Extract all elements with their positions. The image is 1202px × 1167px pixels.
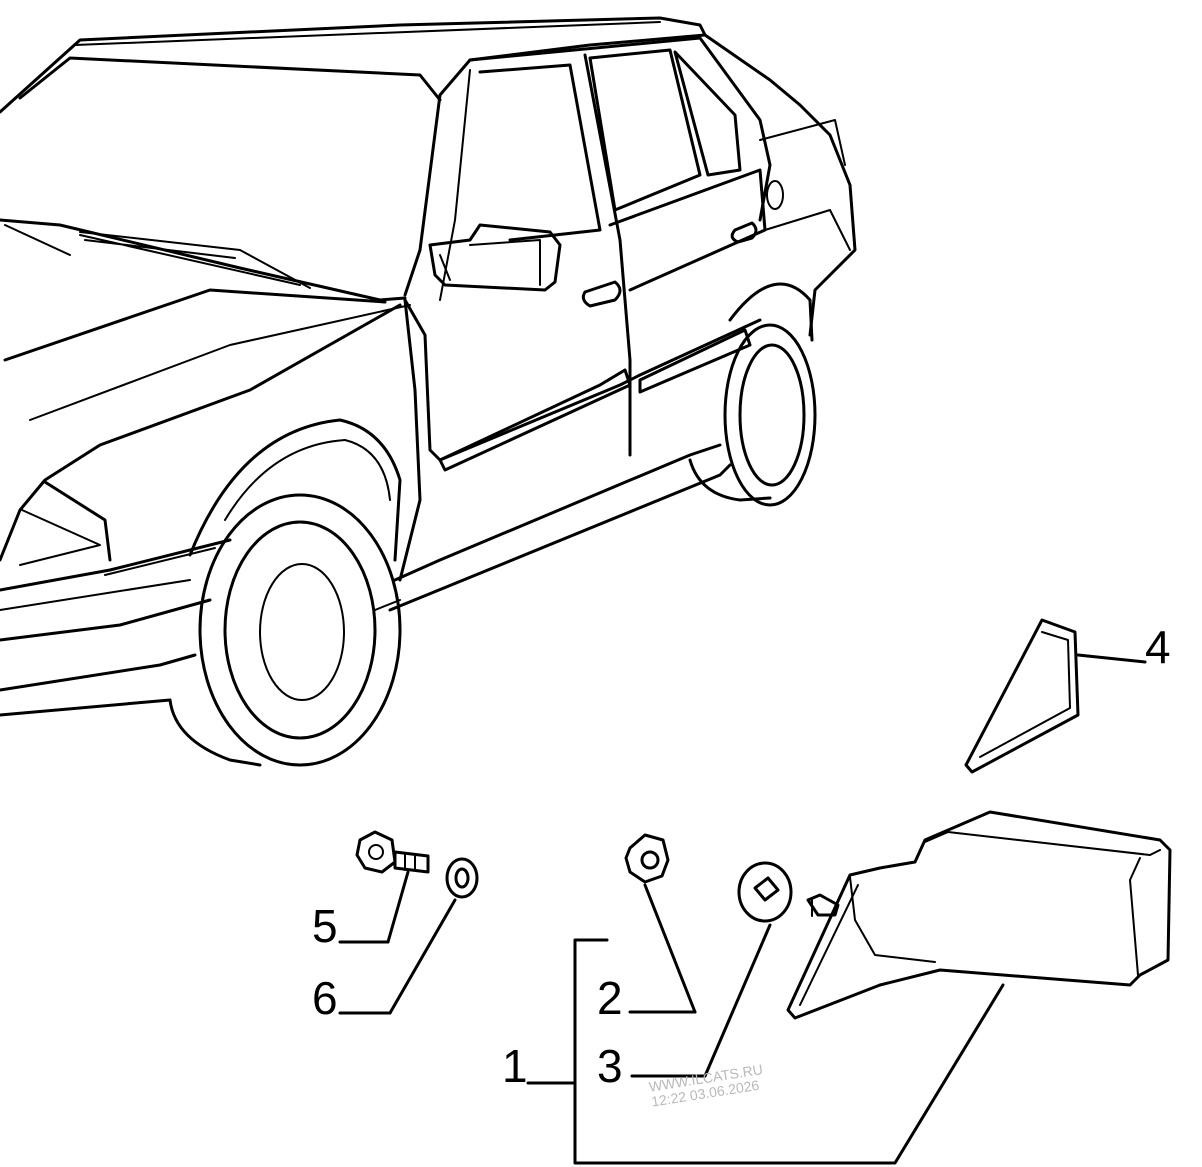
leader-lines [526,938,1005,1165]
part-5-bolt [338,830,430,944]
callout-3: 3 [597,1040,623,1092]
part-1-mirror-assembly [786,810,1172,1020]
callout-1: 1 [502,1040,528,1092]
part-4-mirror-glass [964,618,1147,774]
callout-5: 5 [312,900,338,952]
callout-6: 6 [312,972,338,1024]
callout-4: 4 [1145,621,1171,673]
part-2-nut [624,833,697,1014]
callout-2: 2 [597,972,623,1024]
part-6-washer [338,857,479,1015]
part-3-gasket [703,861,793,1078]
car-illustration [0,16,857,767]
